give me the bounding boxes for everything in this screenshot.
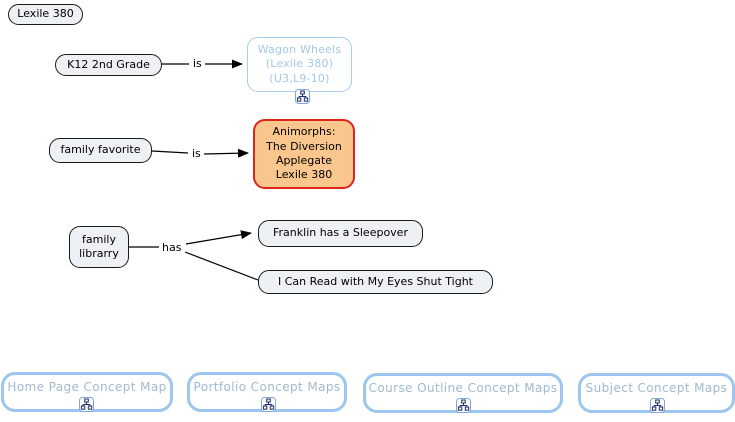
node-label: family favorite (60, 143, 141, 157)
node-family-favorite[interactable]: family favorite (49, 138, 152, 163)
nav-label: Course Outline Concept Maps (368, 381, 558, 395)
nav-label: Portfolio Concept Maps (193, 380, 341, 394)
concept-map-icon[interactable] (261, 397, 276, 412)
concept-map-icon[interactable] (456, 398, 471, 413)
node-family-library[interactable]: family librarry (69, 226, 129, 268)
link-label-is-1[interactable]: is (191, 57, 204, 71)
connector-is-to-animorphs (203, 148, 249, 158)
node-k12-2nd-grade[interactable]: K12 2nd Grade (55, 54, 162, 76)
node-label-line: Applegate (275, 154, 333, 167)
node-label-line: family (82, 232, 116, 246)
node-label-line: Animorphs: (272, 125, 336, 139)
node-animorphs[interactable]: Animorphs: The Diversion Applegate Lexil… (253, 119, 355, 189)
concept-map-icon[interactable] (295, 89, 310, 104)
connector-has-to-i-can-read (184, 251, 259, 281)
nav-label: Home Page Concept Map (7, 380, 167, 394)
concept-map-icon[interactable] (650, 398, 665, 413)
link-label-has[interactable]: has (160, 241, 184, 255)
node-label-line: (Lexile 380) (265, 57, 334, 71)
node-label: I Can Read with My Eyes Shut Tight (278, 274, 473, 288)
node-label-line: The Diversion (266, 139, 342, 153)
node-label-line: librarry (79, 247, 119, 260)
node-label: K12 2nd Grade (67, 57, 150, 71)
connector-family-favorite-to-is (151, 150, 189, 154)
node-label-line: Wagon Wheels (257, 43, 342, 57)
node-label: Franklin has a Sleepover (273, 226, 408, 240)
node-lexile-380[interactable]: Lexile 380 (8, 4, 83, 25)
node-i-can-read[interactable]: I Can Read with My Eyes Shut Tight (258, 270, 493, 294)
node-label-line: (U3,L9-10) (269, 71, 330, 85)
node-franklin-sleepover[interactable]: Franklin has a Sleepover (258, 220, 423, 247)
nav-label: Subject Concept Maps (585, 381, 728, 395)
link-label-is-2[interactable]: is (190, 147, 203, 161)
connector-has-to-franklin (185, 230, 252, 245)
node-label-line: Lexile 380 (275, 168, 333, 182)
node-label: Lexile 380 (17, 7, 74, 21)
node-wagon-wheels[interactable]: Wagon Wheels (Lexile 380) (U3,L9-10) (247, 37, 352, 92)
concept-map-icon[interactable] (79, 397, 94, 412)
